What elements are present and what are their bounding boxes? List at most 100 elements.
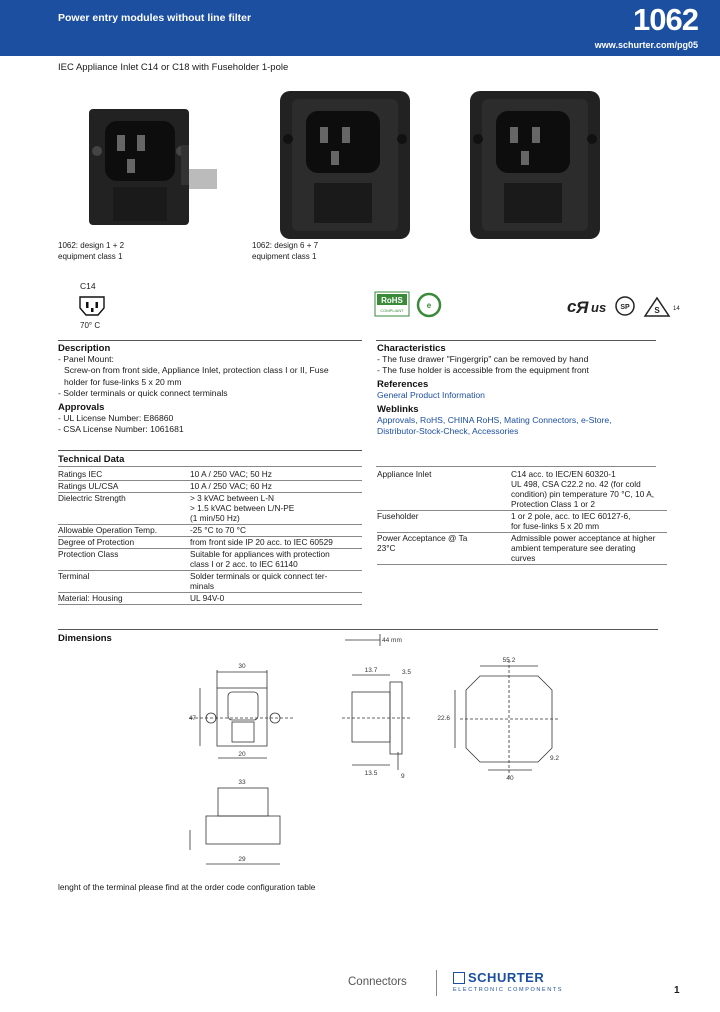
product-number: 1062	[633, 2, 699, 37]
section-rule	[58, 629, 658, 630]
dim-label: 13.5	[365, 770, 378, 777]
tech-value: 1 or 2 pole, acc. to IEC 60127-6,for fus…	[511, 511, 661, 531]
description-item: - Panel Mount:	[58, 354, 114, 364]
approvals-item: - CSA License Number: 1061681	[58, 424, 184, 435]
tech-value-line: Suitable for appliances with protection	[190, 549, 330, 559]
svg-text:14: 14	[673, 306, 680, 312]
schurter-mark-icon	[453, 971, 465, 984]
description-item: Screw-on from front side, Appliance Inle…	[64, 365, 329, 376]
tech-value-line: 10 A / 250 VAC; 60 Hz	[190, 481, 272, 491]
dim-overall: 44 mm	[382, 637, 402, 644]
tech-label-line: 23°C	[377, 543, 396, 553]
tech-value-line: condition) pin temperature 70 °C, 10 A,	[511, 489, 655, 499]
dim-label: 29	[238, 856, 246, 863]
china-rohs-icon: e	[416, 292, 442, 318]
tech-label-line: Dielectric Strength	[58, 493, 126, 503]
dimensions-heading: Dimensions	[58, 633, 112, 644]
characteristics-item: - The fuse drawer "Fingergrip" can be re…	[377, 354, 589, 364]
tech-row-divider	[58, 492, 362, 493]
tech-label: Terminal	[58, 571, 186, 581]
dim-label: 40	[506, 775, 514, 782]
tech-row: Allowable Operation Temp. -25 °C to 70 °C	[58, 525, 362, 535]
dim-label: 13.7	[365, 667, 378, 674]
description-item: - Solder terminals or quick connect term…	[58, 387, 228, 398]
tech-label: Degree of Protection	[58, 537, 186, 547]
ul-recognized-icon: c Я us	[567, 297, 606, 317]
rohs-icon: RoHS COMPLIANT	[374, 291, 410, 317]
tech-label: Material: Housing	[58, 593, 186, 603]
dim-label: 30	[238, 663, 246, 670]
approval-logos-left: RoHS COMPLIANT e	[374, 291, 442, 318]
c14-inlet-icon	[79, 296, 105, 316]
dimensions-drawing: 44 mm 30 47 20 33 29 13.7 3.5 13.5 9 55.…	[189, 634, 560, 865]
tech-value: 10 A / 250 VAC; 60 Hz	[190, 481, 362, 491]
description-item: holder for fuse-links 5 x 20 mm	[64, 376, 182, 387]
header-url[interactable]: www.schurter.com/pg05	[594, 40, 698, 50]
schurter-logo: SCHURTER ELECTRONIC COMPONENTS	[453, 970, 563, 993]
tech-value: > 3 kVAC between L-N> 1.5 kVAC between L…	[190, 493, 362, 523]
approvals-item: - UL License Number: E86860	[58, 413, 174, 424]
tech-label-line: Fuseholder	[377, 511, 419, 521]
tech-row-divider	[58, 480, 362, 481]
dim-label: 9	[401, 773, 405, 780]
tech-value-line: C14 acc. to IEC/EN 60320-1	[511, 469, 616, 479]
tech-row: Fuseholder 1 or 2 pole, acc. to IEC 60127…	[377, 511, 667, 531]
caption-line: 1062: design 1 + 2	[58, 241, 125, 250]
svg-text:c: c	[567, 297, 577, 316]
tech-value-line: > 1.5 kVAC between L/N-PE	[190, 503, 295, 513]
characteristics-heading: Characteristics	[377, 343, 446, 354]
tech-label-line: Appliance Inlet	[377, 469, 432, 479]
tech-value-line: Admissible power acceptance at higher	[511, 533, 656, 543]
tech-value-line: UL 498, CSA C22.2 no. 42 (for cold	[511, 479, 641, 489]
page-number: 1	[674, 985, 680, 996]
tech-row-divider	[58, 536, 362, 537]
general-product-info-link[interactable]: General Product Information	[377, 389, 485, 400]
tech-label-line: Power Acceptance @ Ta	[377, 533, 468, 543]
product-photo-design-7	[470, 91, 600, 239]
tech-label-line: Degree of Protection	[58, 537, 135, 547]
dim-label: 47	[189, 715, 197, 722]
tech-row-divider	[58, 524, 362, 525]
page-subtitle: IEC Appliance Inlet C14 or C18 with Fuse…	[58, 62, 289, 73]
symbol-label: C14	[80, 281, 96, 291]
section-rule	[376, 466, 656, 467]
tech-value-line: (1 min/50 Hz)	[190, 513, 240, 523]
tech-label-line: Allowable Operation Temp.	[58, 525, 158, 535]
references-heading: References	[377, 378, 429, 390]
tech-value-line: 10 A / 250 VAC; 50 Hz	[190, 469, 272, 479]
footer-brand-sub: ELECTRONIC COMPONENTS	[453, 987, 563, 993]
tech-value: from front side IP 20 acc. to IEC 60529	[190, 537, 362, 547]
footer-brand: SCHURTER	[468, 970, 545, 985]
dim-label: 22.6	[437, 715, 450, 722]
weblinks-line[interactable]: Approvals, RoHS, CHINA RoHS, Mating Conn…	[377, 414, 612, 425]
tech-label-line: Ratings IEC	[58, 469, 103, 479]
tech-row-divider	[58, 548, 362, 549]
approval-logos-right: c Я us SP S 14	[567, 296, 680, 317]
tech-value-line: -25 °C to 70 °C	[190, 525, 246, 535]
tech-label-line: Terminal	[58, 571, 90, 581]
tech-value-line: Protection Class 1 or 2	[511, 499, 595, 509]
product-photo-design-1	[89, 109, 217, 225]
tech-row-divider	[58, 570, 362, 571]
caption-line: 1062: design 6 + 7	[252, 241, 319, 250]
header-bar: Power entry modules without line filter …	[0, 0, 720, 56]
svg-text:SP: SP	[620, 304, 630, 311]
product-photo-design-6	[280, 91, 410, 239]
tech-value-line: from front side IP 20 acc. to IEC 60529	[190, 537, 333, 547]
tech-row-divider	[377, 510, 667, 511]
section-rule	[58, 340, 362, 341]
caption-line: equipment class 1	[58, 252, 123, 261]
photo-caption-2: 1062: design 6 + 7 equipment class 1	[252, 240, 318, 262]
section-rule	[376, 340, 656, 341]
tech-value-line: > 3 kVAC between L-N	[190, 493, 275, 503]
tech-value-line: class I or 2 acc. to IEC 61140	[190, 559, 298, 569]
technical-left-table: Ratings IEC 10 A / 250 VAC; 50 Hz Ratings …	[58, 469, 362, 619]
weblinks-line[interactable]: Distributor-Stock-Check, Accessories	[377, 426, 519, 437]
characteristics-item: - The fuse holder is accessible from the…	[377, 365, 589, 376]
